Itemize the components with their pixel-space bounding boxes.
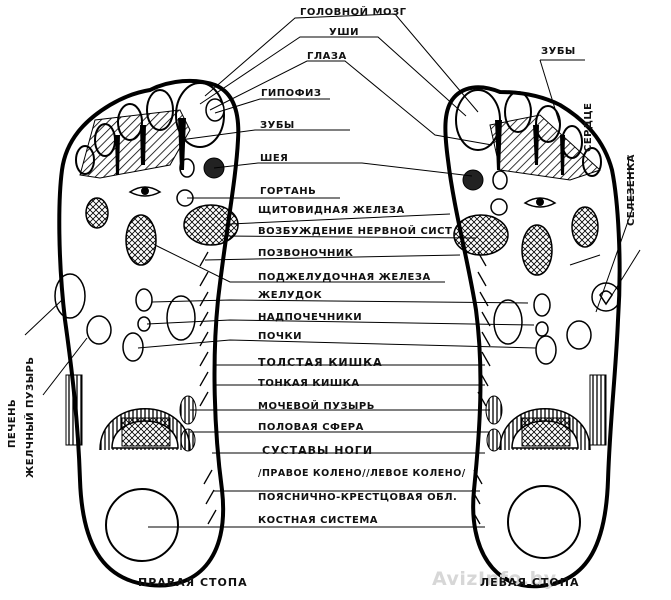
- label-nervous: ВОЗБУЖДЕНИЕ НЕРВНОЙ СИСТ.: [258, 226, 457, 237]
- label-eyes: ГЛАЗА: [307, 51, 347, 62]
- label-spine: ПОЗВОНОЧНИК: [258, 248, 354, 259]
- label-pancreas: ПОДЖЕЛУДОЧНАЯ ЖЕЛЕЗА: [258, 272, 431, 283]
- caption-right-foot: ПРАВАЯ СТОПА: [138, 576, 248, 589]
- label-colon: ТОЛСТАЯ КИШКА: [258, 356, 383, 369]
- label-larynx: ГОРТАНЬ: [260, 186, 317, 197]
- label-gallbladder: ЖЕЛЧНЫЙ ПУЗЫРЬ: [25, 356, 36, 478]
- label-teeth: ЗУБЫ: [260, 120, 295, 131]
- label-knees: /ПРАВОЕ КОЛЕНО//ЛЕВОЕ КОЛЕНО/: [258, 468, 466, 479]
- label-ears: УШИ: [329, 27, 359, 38]
- label-small-intestine: ТОНКАЯ КИШКА: [258, 378, 360, 389]
- label-leg-joints: СУСТАВЫ НОГИ: [262, 444, 374, 457]
- leader-lines: [24, 13, 641, 528]
- right-foot-zones: [54, 98, 239, 562]
- label-lumbar: ПОЯСНИЧНО-КРЕСТЦОВАЯ ОБЛ.: [258, 492, 458, 503]
- label-teeth-left-foot: ЗУБЫ: [541, 46, 576, 57]
- label-heart: СЕРДЦЕ: [583, 102, 594, 152]
- watermark: AvizInfo.by: [432, 568, 557, 590]
- label-neck: ШЕЯ: [260, 153, 289, 164]
- label-thyroid: ЩИТОВИДНАЯ ЖЕЛЕЗА: [258, 205, 405, 216]
- label-stomach: ЖЕЛУДОК: [258, 290, 323, 301]
- label-bladder: МОЧЕВОЙ ПУЗЫРЬ: [258, 401, 375, 412]
- label-liver: ПЕЧЕНЬ: [7, 398, 18, 448]
- label-brain: ГОЛОВНОЙ МОЗГ: [300, 7, 407, 18]
- label-kidneys: ПОЧКИ: [258, 331, 302, 342]
- label-genital: ПОЛОВАЯ СФЕРА: [258, 422, 364, 433]
- left-foot-zones: [453, 114, 621, 559]
- caption-left-foot: ЛЕВАЯ СТОПА: [480, 576, 580, 589]
- label-adrenal: НАДПОЧЕЧНИКИ: [258, 312, 363, 323]
- label-skeletal: КОСТНАЯ СИСТЕМА: [258, 515, 379, 526]
- label-spleen: СЕЛЕЗЕНКА: [626, 153, 637, 226]
- label-pituitary: ГИПОФИЗ: [261, 88, 322, 99]
- right-foot-outline: [57, 78, 241, 588]
